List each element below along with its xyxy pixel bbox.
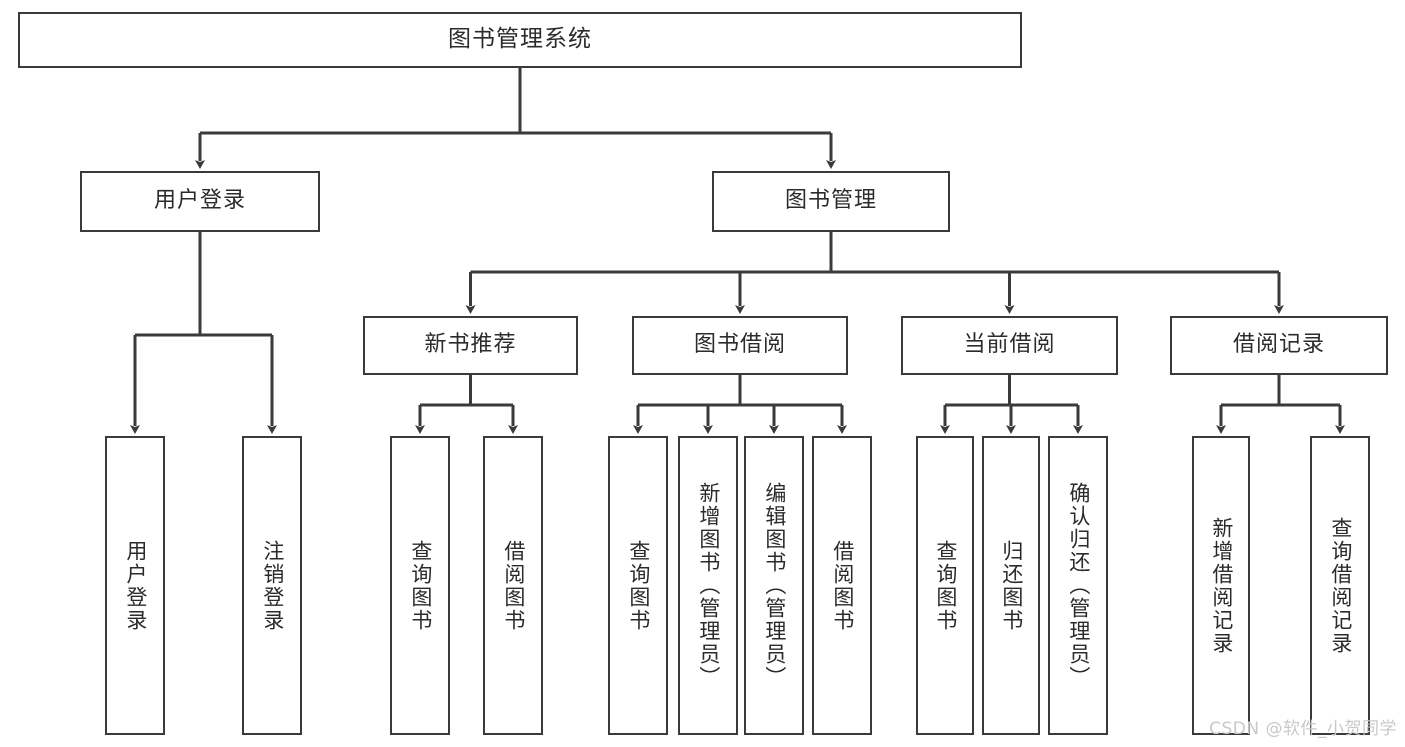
leaf-current-confirm-return-admin[interactable]: 确认归还（管理员）	[1048, 436, 1108, 735]
leaf-current-return-book[interactable]: 归还图书	[982, 436, 1040, 735]
node-book-borrowing[interactable]: 图书借阅	[632, 316, 848, 375]
leaf-borrow-add-book-admin[interactable]: 新增图书（管理员）	[678, 436, 738, 735]
leaf-record-add-borrow-record[interactable]: 新增借阅记录	[1192, 436, 1250, 735]
leaf-user-logout[interactable]: 注销登录	[242, 436, 302, 735]
leaf-recommend-borrow-book[interactable]: 借阅图书	[483, 436, 543, 735]
leaf-current-query-book[interactable]: 查询图书	[916, 436, 974, 735]
leaf-user-login[interactable]: 用户登录	[105, 436, 165, 735]
node-root[interactable]: 图书管理系统	[18, 12, 1022, 68]
node-current-borrowing[interactable]: 当前借阅	[901, 316, 1118, 375]
watermark-label: CSDN @软件_小贺同学	[1209, 719, 1397, 739]
leaf-borrow-borrow-book[interactable]: 借阅图书	[812, 436, 872, 735]
leaf-borrow-edit-book-admin[interactable]: 编辑图书（管理员）	[744, 436, 804, 735]
node-new-book-recommendation[interactable]: 新书推荐	[363, 316, 578, 375]
leaf-recommend-query-book[interactable]: 查询图书	[390, 436, 450, 735]
node-book-management[interactable]: 图书管理	[712, 171, 950, 232]
node-borrowing-records[interactable]: 借阅记录	[1170, 316, 1388, 375]
node-user-login[interactable]: 用户登录	[80, 171, 320, 232]
leaf-record-query-borrow-record[interactable]: 查询借阅记录	[1310, 436, 1370, 735]
leaf-borrow-query-book[interactable]: 查询图书	[608, 436, 668, 735]
